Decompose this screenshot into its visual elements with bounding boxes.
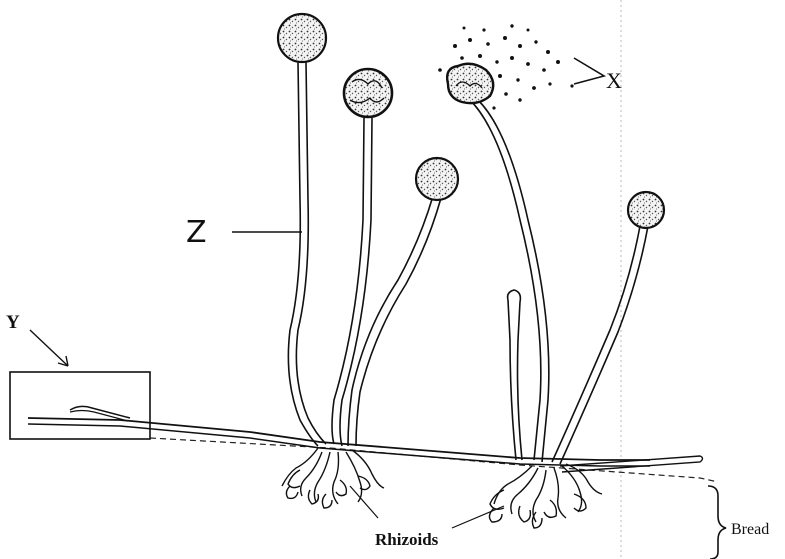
rhizoids-left [282,448,384,508]
rhizoids-pointer-right [452,506,504,528]
label-bread: Bread [731,521,769,538]
label-x: X [606,68,622,93]
label-y: Y [6,312,20,333]
sporangium-right [628,192,664,228]
y-arrow [30,330,68,366]
sporangium-bursting [447,64,493,103]
sporangiophore-middle [332,118,372,446]
stolon-tip-box [10,372,150,439]
sporangiophore-right [552,226,648,464]
sporangiophore-tall [288,62,326,446]
sporangium-2 [344,69,392,117]
sporangium-1 [278,14,326,62]
label-z: Z [186,215,207,250]
label-rhizoids: Rhizoids [375,530,439,549]
sporangiophore-bursting [470,100,549,462]
sporangium-3 [416,158,458,200]
x-pointer [574,58,604,84]
rhizoids-right [489,464,602,528]
sporangiophore-young [508,290,522,460]
bread-bracket [708,486,726,559]
rhizoids-pointer-left [350,486,378,518]
